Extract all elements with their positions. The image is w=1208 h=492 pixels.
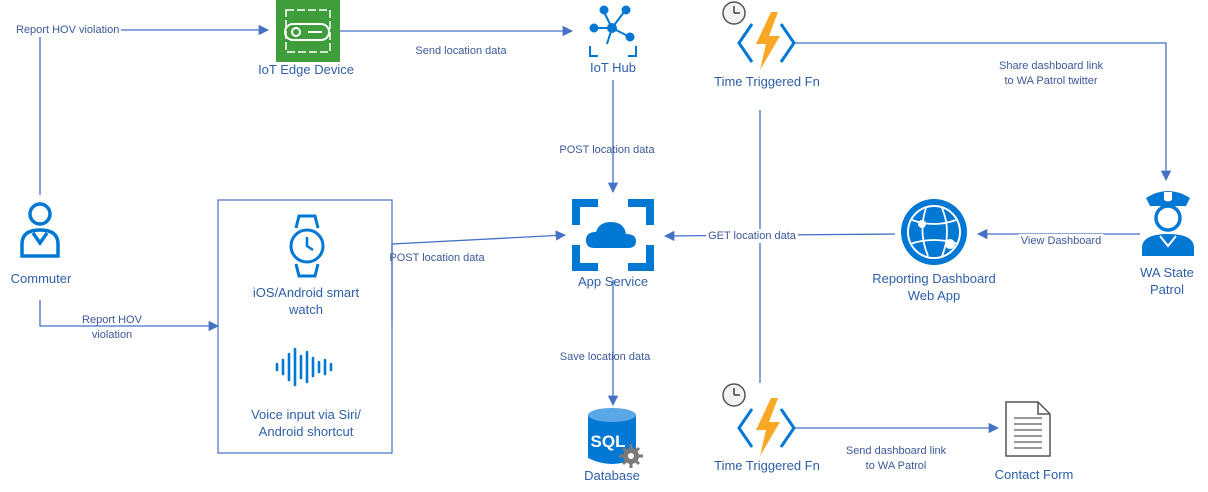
voice-waveform-icon — [275, 347, 333, 387]
police-officer-icon[interactable] — [1142, 191, 1194, 256]
voice-label-line2: Android shortcut — [258, 424, 354, 439]
commuter-icon[interactable] — [20, 202, 60, 258]
app-service-label: App Service — [577, 274, 649, 289]
sql-database-icon[interactable]: SQL — [588, 408, 636, 464]
app-service-icon[interactable] — [572, 199, 654, 271]
clock-icon-top — [722, 1, 746, 25]
patrol-label-line1: WA State — [1140, 265, 1194, 280]
edge-label-share-link-line2: to WA Patrol twitter — [1004, 75, 1098, 87]
edge-label-send-link-line2: to WA Patrol — [865, 460, 927, 472]
edge-label-send-link-line1: Send dashboard link — [845, 445, 947, 457]
commuter-label: Commuter — [10, 271, 72, 286]
azure-function-icon-top[interactable] — [737, 12, 796, 70]
edge-label-report-hov-top: Report HOV violation — [14, 23, 122, 37]
iot-edge-device-icon[interactable] — [276, 0, 340, 62]
patrol-label-line2: Patrol — [1150, 282, 1184, 297]
edge-commuter-to-iot-edge — [39, 24, 270, 195]
edge-label-post-location-hub: POST location data — [559, 144, 655, 156]
client-devices-box — [217, 199, 393, 454]
edge-label-send-location: Send location data — [415, 45, 507, 57]
edge-label-report-hov-bottom-line1: Report HOV — [82, 314, 142, 326]
sql-badge-label: SQL — [591, 432, 626, 451]
smartwatch-label-line2: watch — [289, 302, 323, 317]
azure-function-icon-bottom[interactable] — [737, 398, 796, 456]
document-icon[interactable] — [1005, 401, 1051, 457]
edge-device-box-to-app-service — [391, 230, 567, 322]
smartwatch-icon — [289, 214, 325, 278]
contact-form-label: Contact Form — [994, 467, 1074, 482]
gear-icon — [619, 444, 643, 468]
edge-commuter-to-device-box — [39, 300, 220, 332]
iot-hub-icon[interactable] — [589, 5, 637, 57]
database-label: Database — [584, 468, 640, 483]
iot-edge-device-label: IoT Edge Device — [258, 62, 354, 77]
edge-label-save-location: Save location data — [559, 351, 651, 363]
edge-label-share-link-line1: Share dashboard link — [999, 60, 1103, 72]
edge-label-view-dashboard: View Dashboard — [1018, 234, 1104, 248]
smartwatch-label-line1: iOS/Android smart — [252, 285, 360, 300]
edge-label-post-location-device: POST location data — [389, 252, 485, 264]
edge-label-get-location: GET location data — [706, 229, 798, 243]
edge-fn-to-patrol — [795, 42, 1172, 182]
fn-bottom-label: Time Triggered Fn — [714, 458, 820, 473]
clock-icon-bottom — [722, 383, 746, 407]
voice-label-line1: Voice input via Siri/ — [251, 407, 361, 422]
dashboard-label-line1: Reporting Dashboard — [872, 271, 996, 286]
iot-hub-label: IoT Hub — [589, 60, 637, 75]
edge-label-report-hov-bottom-line2: violation — [91, 329, 133, 341]
fn-top-label: Time Triggered Fn — [714, 74, 820, 89]
dashboard-label-line2: Web App — [907, 288, 961, 303]
web-app-globe-icon[interactable] — [901, 199, 967, 265]
